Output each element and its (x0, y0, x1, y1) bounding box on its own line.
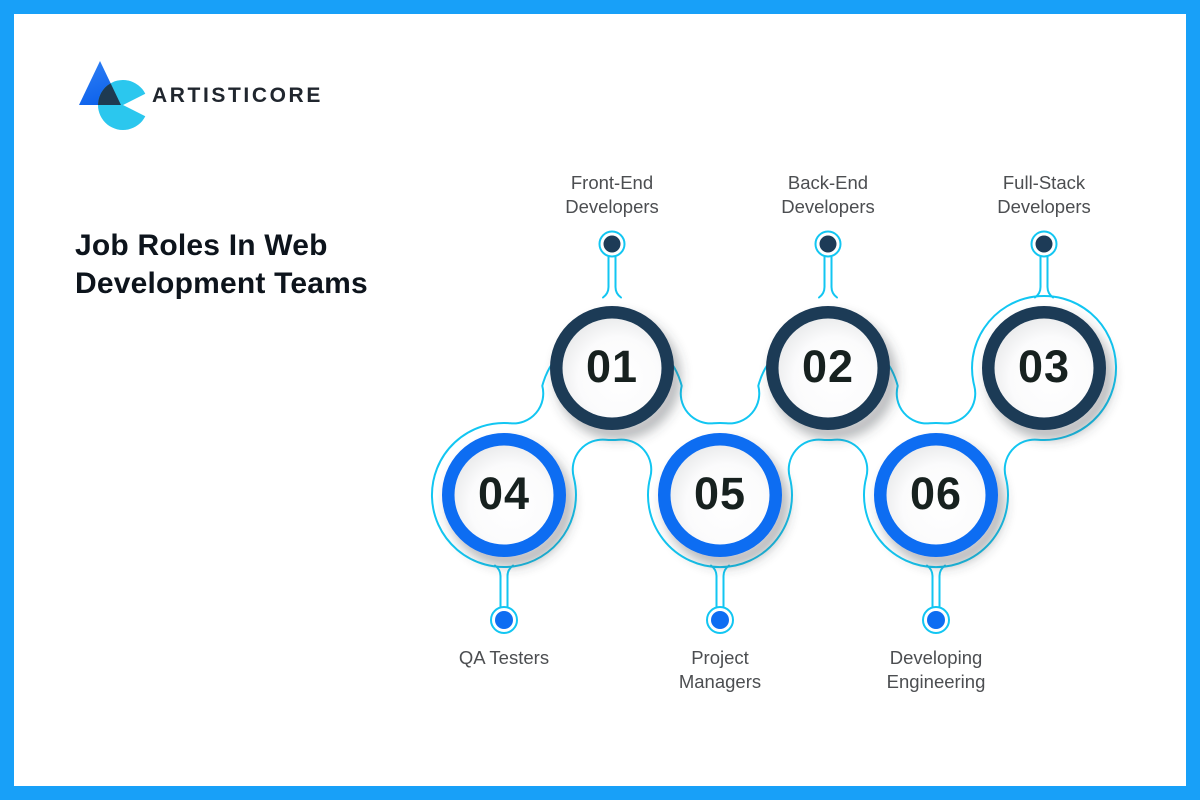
page-title: Job Roles In Web Development Teams (75, 227, 368, 303)
step-number-03: 03 (1017, 340, 1071, 392)
role-label-back-end: Back-End Developers (781, 172, 875, 217)
role-label-full-stack: Full-Stack Developers (997, 172, 1091, 217)
brand-wordmark: ARTISTICORE (152, 84, 323, 107)
role-label-developing-engineering: Developing Engineering (886, 647, 986, 692)
page-background (14, 14, 1186, 786)
step-number-02: 02 (801, 340, 855, 392)
step-number-05: 05 (693, 467, 747, 519)
step-number-04: 04 (477, 467, 531, 519)
step-number-01: 01 (585, 340, 639, 392)
role-label-project-managers: Project Managers (678, 647, 762, 692)
page-title-line1: Job Roles In Web (75, 229, 328, 262)
page-title-line2: Development Teams (75, 267, 368, 300)
role-label-qa-testers: QA Testers (458, 647, 550, 668)
step-number-06: 06 (909, 467, 963, 519)
brand-logo-icon (79, 61, 146, 130)
role-label-front-end: Front-End Developers (565, 172, 659, 217)
